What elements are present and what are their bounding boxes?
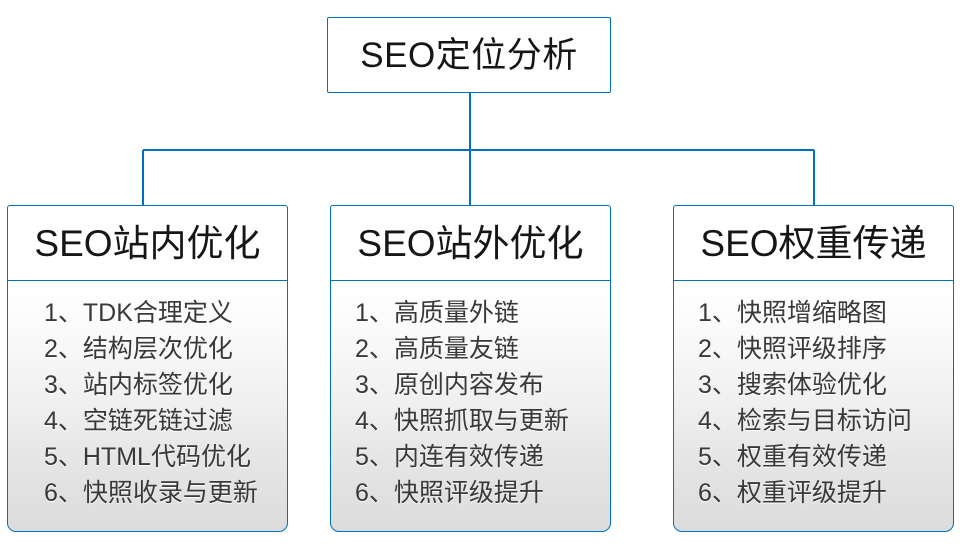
list-item: 4、检索与目标访问 bbox=[698, 407, 912, 436]
list-item: 1、TDK合理定义 bbox=[44, 299, 233, 328]
list-item: 5、权重有效传递 bbox=[698, 443, 887, 472]
branch-list-seo-offsite: 1、高质量外链 2、高质量友链 3、原创内容发布 4、快照抓取与更新 5、内连有… bbox=[331, 295, 610, 511]
branch-body-seo-offsite: 1、高质量外链 2、高质量友链 3、原创内容发布 4、快照抓取与更新 5、内连有… bbox=[330, 280, 611, 533]
list-item: 4、空链死链过滤 bbox=[44, 407, 233, 436]
branch-header-label: SEO站外优化 bbox=[357, 223, 584, 264]
branch-list-seo-weight: 1、快照增缩略图 2、快照评级排序 3、搜索体验优化 4、检索与目标访问 5、权… bbox=[674, 295, 953, 511]
branch-header-label: SEO权重传递 bbox=[700, 223, 927, 264]
list-item: 5、内连有效传递 bbox=[355, 443, 544, 472]
root-node-label: SEO定位分析 bbox=[360, 35, 578, 75]
list-item: 5、HTML代码优化 bbox=[44, 443, 251, 472]
branch-body-seo-onsite: 1、TDK合理定义 2、结构层次优化 3、站内标签优化 4、空链死链过滤 5、H… bbox=[7, 280, 288, 533]
list-item: 3、站内标签优化 bbox=[44, 371, 233, 400]
branch-body-seo-weight: 1、快照增缩略图 2、快照评级排序 3、搜索体验优化 4、检索与目标访问 5、权… bbox=[673, 280, 954, 533]
list-item: 6、快照评级提升 bbox=[355, 479, 544, 508]
branch-column-seo-weight: SEO权重传递 1、快照增缩略图 2、快照评级排序 3、搜索体验优化 4、检索与… bbox=[673, 205, 954, 533]
list-item: 6、权重评级提升 bbox=[698, 479, 887, 508]
list-item: 2、快照评级排序 bbox=[698, 335, 887, 364]
list-item: 2、结构层次优化 bbox=[44, 335, 233, 364]
list-item: 3、搜索体验优化 bbox=[698, 371, 887, 400]
branch-header-seo-offsite[interactable]: SEO站外优化 bbox=[330, 205, 611, 282]
list-item: 4、快照抓取与更新 bbox=[355, 407, 569, 436]
list-item: 3、原创内容发布 bbox=[355, 371, 544, 400]
branch-header-seo-onsite[interactable]: SEO站内优化 bbox=[7, 205, 288, 282]
branch-column-seo-offsite: SEO站外优化 1、高质量外链 2、高质量友链 3、原创内容发布 4、快照抓取与… bbox=[330, 205, 611, 533]
branch-list-seo-onsite: 1、TDK合理定义 2、结构层次优化 3、站内标签优化 4、空链死链过滤 5、H… bbox=[8, 295, 287, 511]
list-item: 1、高质量外链 bbox=[355, 299, 519, 328]
root-node[interactable]: SEO定位分析 bbox=[327, 17, 611, 93]
list-item: 6、快照收录与更新 bbox=[44, 479, 258, 508]
list-item: 2、高质量友链 bbox=[355, 335, 519, 364]
branch-header-label: SEO站内优化 bbox=[34, 223, 261, 264]
list-item: 1、快照增缩略图 bbox=[698, 299, 887, 328]
branch-column-seo-onsite: SEO站内优化 1、TDK合理定义 2、结构层次优化 3、站内标签优化 4、空链… bbox=[7, 205, 288, 533]
branch-header-seo-weight[interactable]: SEO权重传递 bbox=[673, 205, 954, 282]
